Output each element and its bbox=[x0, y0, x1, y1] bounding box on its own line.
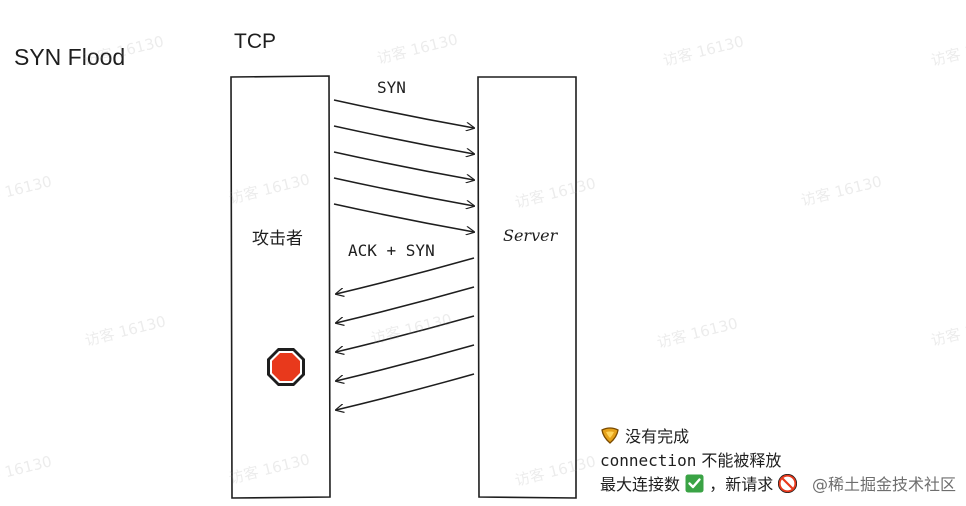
section-title: TCP bbox=[234, 30, 276, 53]
syn-arrow bbox=[333, 99, 474, 128]
hourglass-icon bbox=[601, 427, 619, 444]
ack-syn-arrow-group bbox=[336, 257, 475, 410]
note-connection-code: connection bbox=[600, 451, 697, 470]
note-connection-text: 不能被释放 bbox=[696, 451, 782, 470]
syn-arrow bbox=[333, 125, 474, 154]
note-connection: connection 不能被释放 bbox=[600, 447, 781, 471]
ack-syn-arrow bbox=[336, 286, 475, 323]
syn-arrow bbox=[333, 151, 474, 180]
syn-label: SYN bbox=[377, 78, 406, 97]
note-new-request-text: ，新请求 bbox=[709, 475, 779, 494]
check-box-icon bbox=[685, 474, 704, 493]
note-pending-text: 没有完成 bbox=[625, 427, 690, 446]
ack-syn-arrow bbox=[336, 373, 475, 410]
server-label: Server bbox=[503, 226, 558, 245]
server-box bbox=[477, 76, 577, 499]
syn-arrow-group bbox=[333, 99, 474, 232]
syn-arrow bbox=[333, 177, 474, 206]
syn-arrow bbox=[333, 203, 474, 232]
ack-syn-arrow bbox=[336, 315, 475, 352]
attacker-box bbox=[230, 75, 331, 499]
no-entry-icon bbox=[778, 474, 798, 493]
ack-syn-arrow bbox=[336, 257, 475, 294]
page-title: SYN Flood bbox=[14, 44, 126, 70]
ack-syn-arrow bbox=[336, 344, 475, 381]
note-pending: 没有完成 bbox=[600, 423, 689, 447]
site-watermark: @稀土掘金技术社区 bbox=[812, 475, 957, 494]
ack-syn-label: ACK + SYN bbox=[348, 241, 435, 260]
note-max-connections: 最大连接数 ，新请求 bbox=[600, 471, 798, 495]
note-max-text: 最大连接数 bbox=[600, 475, 686, 494]
stop-sign-icon bbox=[267, 348, 305, 386]
attacker-label: 攻击者 bbox=[252, 229, 303, 249]
